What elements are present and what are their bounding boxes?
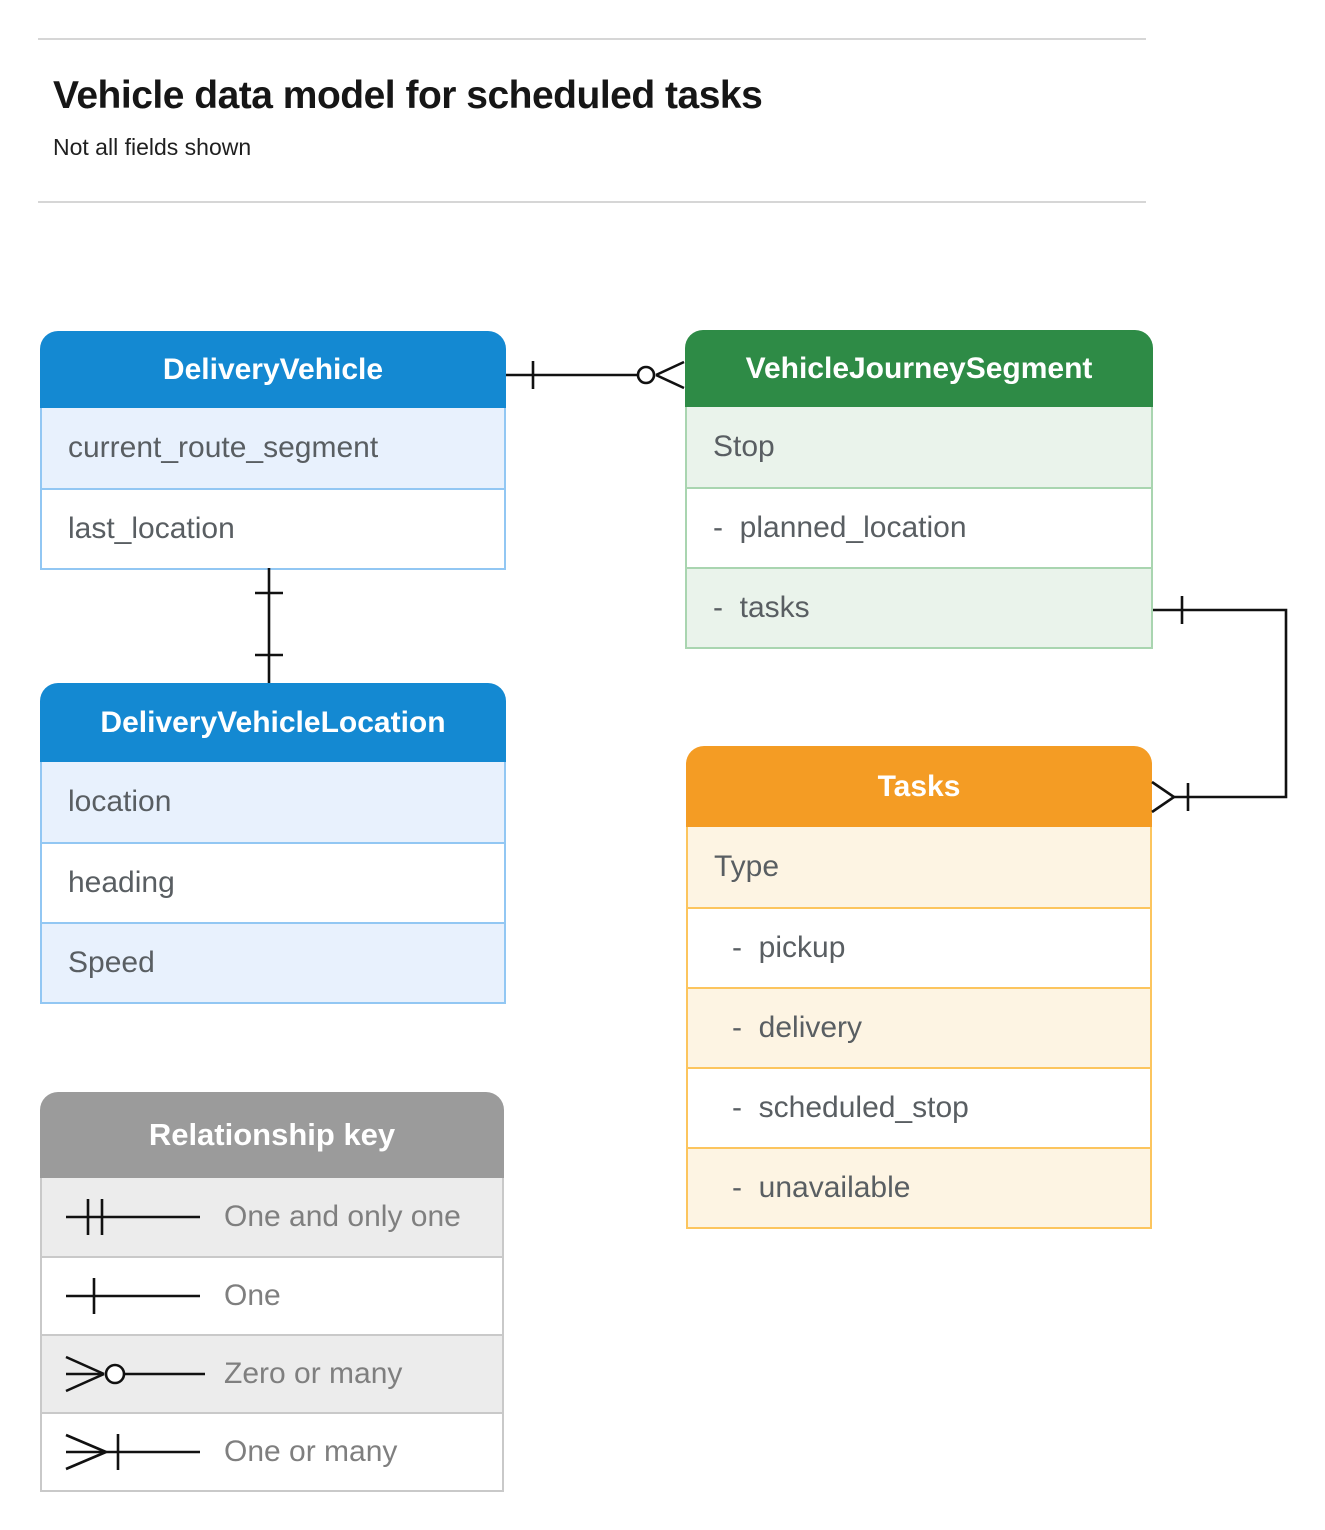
legend-label: One or many xyxy=(224,1435,398,1468)
page-subtitle: Not all fields shown xyxy=(53,134,252,160)
zero-or-many-icon xyxy=(65,1355,205,1393)
connector-deliveryvehicle-vehiclejourneysegment xyxy=(506,360,685,390)
entity-vehicle-journey-segment: VehicleJourneySegment Stop - planned_loc… xyxy=(685,330,1153,649)
field-current-route-segment: current_route_segment xyxy=(42,408,504,488)
legend-item-one-or-many: One or many xyxy=(42,1412,502,1490)
top-divider xyxy=(38,38,1146,40)
legend-label: One xyxy=(224,1279,281,1312)
one-or-many-icon xyxy=(65,1433,200,1471)
field-tasks: - tasks xyxy=(687,567,1151,647)
entity-delivery-vehicle-location-title: DeliveryVehicleLocation xyxy=(40,683,506,762)
legend-item-zero-or-many: Zero or many xyxy=(42,1334,502,1412)
field-unavailable: - unavailable xyxy=(688,1147,1150,1227)
legend-item-one: One xyxy=(42,1256,502,1334)
field-delivery: - delivery xyxy=(688,987,1150,1067)
one-and-only-one-icon xyxy=(66,1199,200,1235)
connector-tasks-vehiclejourneysegment xyxy=(1151,596,1288,814)
entity-delivery-vehicle-title: DeliveryVehicle xyxy=(40,331,506,408)
connector-deliveryvehicle-deliveryvehiclelocation xyxy=(255,568,283,683)
entity-delivery-vehicle-fields: current_route_segment last_location xyxy=(40,408,506,570)
field-pickup: - pickup xyxy=(688,907,1150,987)
field-last-location: last_location xyxy=(42,488,504,568)
field-speed: Speed xyxy=(42,922,504,1002)
field-type: Type xyxy=(688,827,1150,907)
field-scheduled-stop: - scheduled_stop xyxy=(688,1067,1150,1147)
entity-delivery-vehicle: DeliveryVehicle current_route_segment la… xyxy=(40,331,506,570)
entity-tasks: Tasks Type - pickup - delivery - schedul… xyxy=(686,746,1152,1229)
relationship-key: Relationship key One and only one xyxy=(40,1092,504,1492)
title-divider xyxy=(38,201,1146,203)
one-icon xyxy=(66,1278,200,1314)
field-location: location xyxy=(42,762,504,842)
entity-vehicle-journey-segment-fields: Stop - planned_location - tasks xyxy=(685,407,1153,649)
field-planned-location: - planned_location xyxy=(687,487,1151,567)
legend-label: Zero or many xyxy=(224,1357,403,1390)
entity-delivery-vehicle-location: DeliveryVehicleLocation location heading… xyxy=(40,683,506,1004)
entity-vehicle-journey-segment-title: VehicleJourneySegment xyxy=(685,330,1153,407)
legend-label: One and only one xyxy=(224,1200,461,1233)
relationship-key-title: Relationship key xyxy=(40,1092,504,1178)
entity-tasks-title: Tasks xyxy=(686,746,1152,827)
legend-item-one-and-only-one: One and only one xyxy=(42,1178,502,1256)
entity-delivery-vehicle-location-fields: location heading Speed xyxy=(40,762,506,1004)
page-title: Vehicle data model for scheduled tasks xyxy=(53,74,763,117)
entity-tasks-fields: Type - pickup - delivery - scheduled_sto… xyxy=(686,827,1152,1229)
field-heading: heading xyxy=(42,842,504,922)
relationship-key-items: One and only one One xyxy=(40,1178,504,1492)
field-stop: Stop xyxy=(687,407,1151,487)
